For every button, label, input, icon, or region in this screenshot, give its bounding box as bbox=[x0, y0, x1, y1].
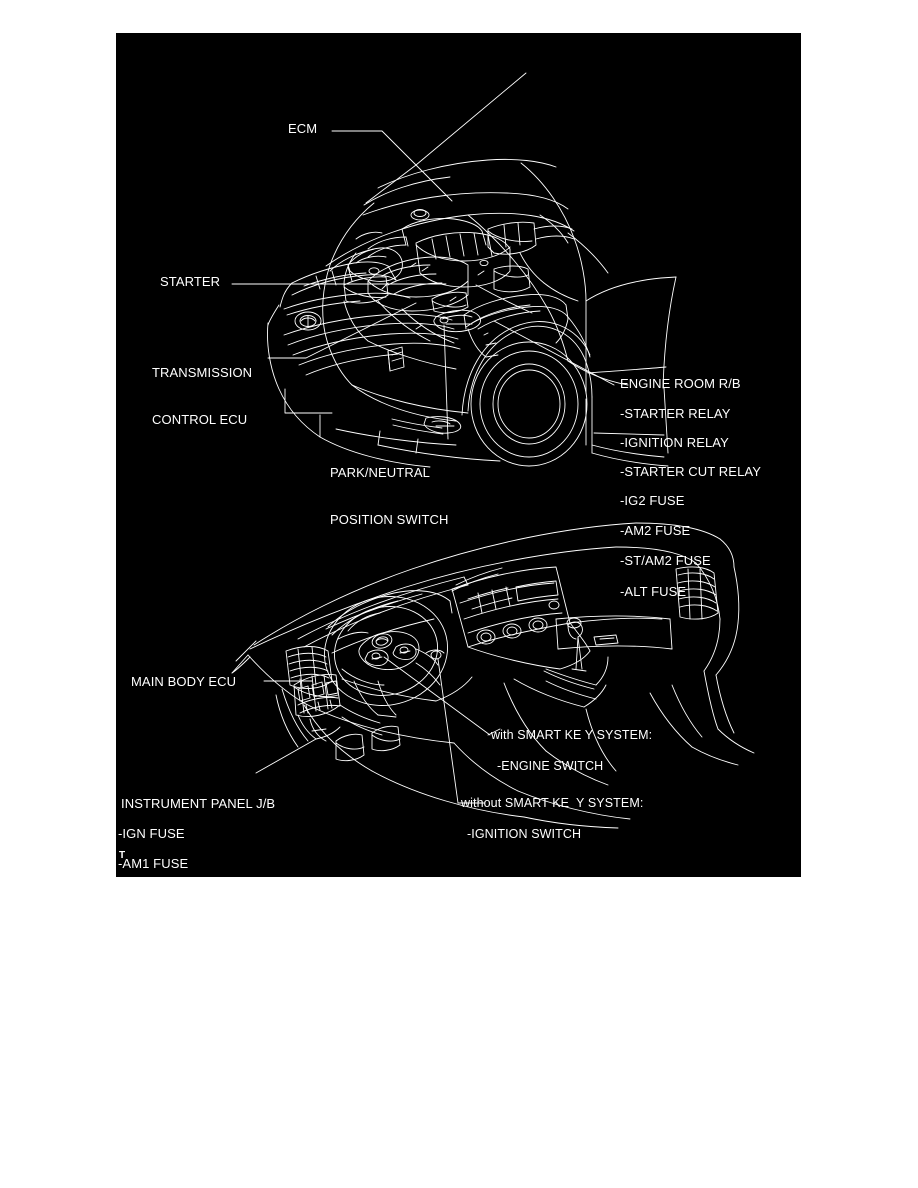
diagram-panel: ECM STARTER TRANSMISSION CONTROL ECU PAR… bbox=[116, 33, 801, 877]
label-starter: STARTER bbox=[160, 274, 221, 289]
label-without-smart-key-system-item: -IGNITION SWITCH bbox=[467, 827, 582, 841]
label-ecm: ECM bbox=[288, 121, 318, 136]
junction-block-detail bbox=[293, 674, 383, 742]
label-park-neutral-position-switch: PARK/NEUTRAL POSITION SWITCH bbox=[330, 434, 449, 558]
label-with-smart-key-system: with SMART KE Y SYSTEM: bbox=[491, 728, 653, 742]
line-art-layer bbox=[116, 33, 801, 877]
label-engine-room-rb-item-1: -IGNITION RELAY bbox=[620, 435, 729, 450]
leader-engine-switch bbox=[383, 656, 491, 736]
leader-transmission-ecu bbox=[267, 302, 417, 359]
label-engine-room-rb-item-0: -STARTER RELAY bbox=[620, 406, 731, 421]
label-transmission-control-ecu: TRANSMISSION CONTROL ECU bbox=[152, 334, 252, 458]
label-park-neutral-line2: POSITION SWITCH bbox=[330, 511, 449, 527]
label-engine-room-rb-item-2: -STARTER CUT RELAY bbox=[620, 464, 761, 479]
corner-mark: T bbox=[119, 850, 126, 861]
label-instrument-panel-jb-item-1: -AM1 FUSE bbox=[118, 856, 189, 871]
leader-instrument-panel-jb bbox=[255, 738, 317, 774]
leader-engine-switch-hook bbox=[487, 728, 501, 736]
instrument-panel-artwork bbox=[231, 522, 755, 829]
label-instrument-panel-jb: INSTRUMENT PANEL J/B bbox=[121, 796, 276, 811]
label-transmission-control-ecu-line2: CONTROL ECU bbox=[152, 411, 248, 427]
label-without-smart-key-system: without SMART KE Y SYSTEM: bbox=[461, 796, 644, 810]
label-engine-room-rb-item-4: -AM2 FUSE bbox=[620, 523, 691, 538]
label-engine-room-rb-item-3: -IG2 FUSE bbox=[620, 493, 685, 508]
label-instrument-panel-jb-item-0: -IGN FUSE bbox=[118, 826, 185, 841]
engine-compartment-artwork bbox=[267, 72, 677, 468]
leader-ecm bbox=[331, 130, 453, 202]
label-with-smart-key-system-item: -ENGINE SWITCH bbox=[497, 759, 604, 773]
leader-lines bbox=[231, 130, 615, 804]
label-park-neutral-line1: PARK/NEUTRAL bbox=[330, 465, 430, 480]
label-engine-room-rb-item-6: -ALT FUSE bbox=[620, 584, 687, 599]
leader-pnp bbox=[443, 324, 449, 440]
leader-ignition-switch bbox=[437, 658, 459, 804]
label-main-body-ecu: MAIN BODY ECU bbox=[131, 674, 237, 689]
leader-engine-room-rb bbox=[493, 320, 615, 386]
label-transmission-control-ecu-line1: TRANSMISSION bbox=[152, 365, 253, 380]
label-engine-room-rb-item-5: -ST/AM2 FUSE bbox=[620, 553, 711, 568]
label-engine-room-rb: ENGINE ROOM R/B bbox=[620, 376, 741, 391]
